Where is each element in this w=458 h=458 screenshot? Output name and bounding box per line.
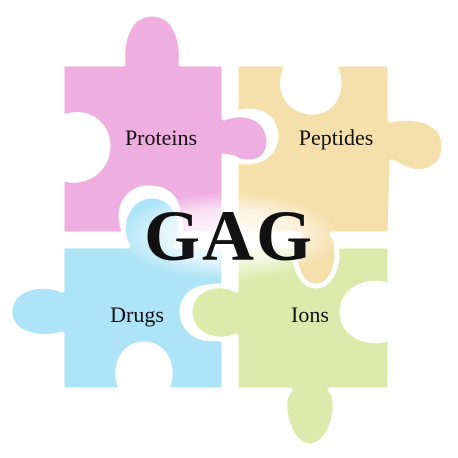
label-proteins: Proteins [125, 125, 197, 150]
label-drugs: Drugs [110, 302, 164, 327]
puzzle-piece-ions [187, 243, 393, 449]
center-label: GAG [144, 196, 314, 276]
label-peptides: Peptides [299, 125, 374, 150]
label-ions: Ions [291, 302, 329, 327]
center-glow [117, 192, 341, 280]
